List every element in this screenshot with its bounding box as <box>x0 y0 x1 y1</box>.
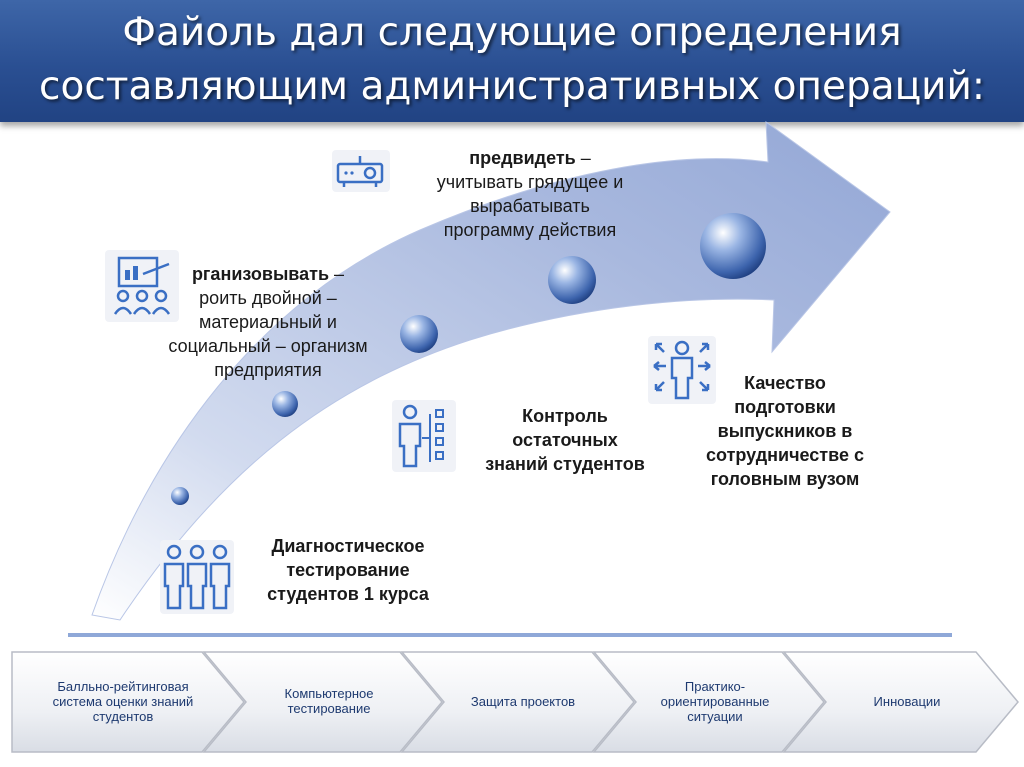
chevron-2-line-1: Компьютерное <box>284 686 374 701</box>
person-arrows-icon <box>648 336 716 404</box>
organize-line-4: социальный – организм <box>168 336 368 356</box>
arrow-sphere-4 <box>548 256 596 304</box>
quality-line-4: сотрудничестве с <box>706 445 864 465</box>
presentation-team-icon <box>105 250 179 322</box>
organize-line-5: предприятия <box>214 360 322 380</box>
chevron-5-line-1: Инновации <box>873 694 941 709</box>
chevron-1-line-3: студентов <box>92 709 154 724</box>
predict-text: предвидеть – учитывать грядущее и выраба… <box>400 146 660 242</box>
organize-term: рганизовывать <box>191 264 330 284</box>
chevron-4-line-3: ситуации <box>687 709 743 724</box>
control-line-1: Контроль <box>522 406 608 426</box>
quality-text: Качество подготовки выпускников в сотруд… <box>680 371 890 491</box>
arrow-body <box>91 120 891 621</box>
chevron-1-line-1: Балльно-рейтинговая <box>57 679 189 694</box>
chevron-2 <box>202 651 443 753</box>
chevron-1-line-2: система оценки знаний <box>52 694 194 709</box>
quality-line-1: Качество <box>744 373 826 393</box>
quality-line-2: подготовки <box>734 397 836 417</box>
quality-line-5: головным вузом <box>710 469 860 489</box>
diagnostic-line-2: тестирование <box>286 560 410 580</box>
chevron-label-2: Компьютерное тестирование <box>244 686 414 716</box>
chevron-label-3: Защита проектов <box>438 694 608 709</box>
organize-line-3: материальный и <box>199 312 337 332</box>
chevron-4-line-1: Практико- <box>684 679 746 694</box>
arrow-sphere-3 <box>400 315 438 353</box>
predict-term: предвидеть <box>469 148 576 168</box>
control-line-2: остаточных <box>512 430 618 450</box>
chevron-3 <box>400 651 635 753</box>
arrow-sphere-1 <box>171 487 189 505</box>
divider-line <box>68 633 952 637</box>
chevron-label-4: Практико- ориентированные ситуации <box>630 679 800 724</box>
chevron-label-5: Инновации <box>822 694 992 709</box>
chevron-4 <box>592 651 825 753</box>
predict-line-4: программу действия <box>443 220 617 240</box>
chevron-5 <box>782 651 1019 753</box>
control-text: Контроль остаточных знаний студентов <box>460 404 670 476</box>
page-title: Файоль дал следующие определения составл… <box>0 6 1024 114</box>
chevron-3-line-1: Защита проектов <box>470 694 576 709</box>
diagnostic-text: Диагностическое тестирование студентов 1… <box>240 534 456 606</box>
chevron-4-line-2: ориентированные <box>660 694 770 709</box>
chevron-2-line-2: тестирование <box>287 701 371 716</box>
diagnostic-line-1: Диагностическое <box>271 536 425 556</box>
title-line-1: Файоль дал следующие определения <box>122 10 902 55</box>
projector-icon <box>332 150 390 192</box>
predict-line-3: вырабатывать <box>470 196 590 216</box>
predict-line-2: учитывать грядущее и <box>436 172 624 192</box>
organize-text: рганизовывать – роить двойной – материал… <box>130 262 406 382</box>
organize-line-2: роить двойной – <box>199 288 337 308</box>
diagnostic-line-3: студентов 1 курса <box>267 584 429 604</box>
chevron-1 <box>11 651 245 753</box>
chevron-label-1: Балльно-рейтинговая система оценки знани… <box>18 679 228 724</box>
arrow-sphere-2 <box>272 391 298 417</box>
predict-dash: – <box>575 148 591 168</box>
person-checklist-icon <box>392 400 456 472</box>
title-line-2: составляющим административных операций: <box>39 64 985 109</box>
quality-line-3: выпускников в <box>717 421 853 441</box>
growth-arrow <box>91 120 891 621</box>
title-banner: Файоль дал следующие определения составл… <box>0 0 1024 122</box>
organize-dash: – <box>329 264 345 284</box>
arrow-sphere-5 <box>700 213 766 279</box>
team-icon <box>160 540 234 614</box>
control-line-3: знаний студентов <box>485 454 645 474</box>
